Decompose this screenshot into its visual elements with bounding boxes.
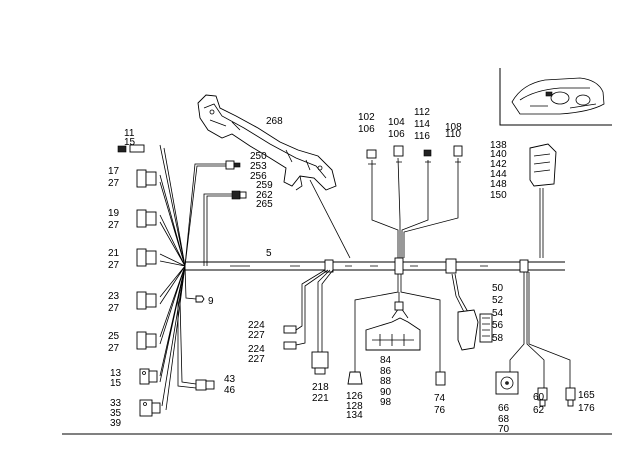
callout-268: 268 bbox=[266, 116, 283, 127]
callout-39: 39 bbox=[110, 418, 122, 429]
callout-108: 108 bbox=[445, 122, 462, 133]
callout-112: 112 bbox=[414, 107, 430, 118]
callout-25: 25 bbox=[108, 331, 120, 342]
callout-116: 116 bbox=[414, 131, 430, 142]
callout-43: 43 bbox=[224, 374, 236, 385]
callout-218: 218 bbox=[312, 382, 329, 393]
callout-11: 11 bbox=[124, 128, 135, 139]
dashboard-location-icon bbox=[499, 68, 612, 126]
callout-110: 110 bbox=[445, 129, 461, 140]
main-harness bbox=[185, 257, 565, 275]
connector-group-left bbox=[117, 144, 247, 417]
callout-84: 84 bbox=[380, 355, 392, 366]
callout-5: 5 bbox=[266, 248, 272, 259]
callout-262: 262 bbox=[256, 190, 273, 201]
right-branches bbox=[451, 143, 576, 407]
left-harness-bundle bbox=[159, 144, 232, 411]
callout-227: 227 bbox=[248, 354, 265, 365]
callout-27: 27 bbox=[108, 303, 120, 314]
callout-144: 144 bbox=[490, 169, 507, 180]
callout-labels: 11 15 17 27 19 27 21 27 23 27 25 27 13 1… bbox=[108, 107, 595, 435]
callout-165: 165 bbox=[578, 390, 595, 401]
callout-46: 46 bbox=[224, 385, 236, 396]
crossmember-bracket-icon bbox=[197, 94, 337, 191]
callout-52: 52 bbox=[492, 295, 504, 306]
callout-150: 150 bbox=[490, 190, 507, 201]
callout-62: 62 bbox=[533, 405, 545, 416]
callout-126: 126 bbox=[346, 391, 363, 402]
callout-256: 256 bbox=[250, 171, 267, 182]
callout-15: 15 bbox=[124, 137, 136, 148]
callout-142: 142 bbox=[490, 159, 507, 170]
callout-265: 265 bbox=[256, 199, 273, 210]
callout-106: 106 bbox=[358, 124, 375, 135]
callout-66: 66 bbox=[498, 403, 510, 414]
callout-19: 19 bbox=[108, 208, 120, 219]
callout-13: 13 bbox=[110, 368, 122, 379]
callout-54: 54 bbox=[492, 308, 504, 319]
callout-128: 128 bbox=[346, 401, 363, 412]
center-branch bbox=[347, 274, 446, 386]
lower-branches bbox=[283, 269, 334, 375]
callout-60: 60 bbox=[533, 392, 545, 403]
callout-21: 21 bbox=[108, 248, 120, 259]
callout-27: 27 bbox=[108, 220, 120, 231]
callout-33: 33 bbox=[110, 398, 122, 409]
callout-9: 9 bbox=[208, 296, 214, 307]
callout-74: 74 bbox=[434, 393, 446, 404]
callout-68: 68 bbox=[498, 414, 510, 425]
callout-176: 176 bbox=[578, 403, 595, 414]
callout-90: 90 bbox=[380, 387, 392, 398]
leader-line bbox=[309, 179, 351, 259]
callout-104: 104 bbox=[388, 117, 405, 128]
callout-134: 134 bbox=[346, 410, 363, 421]
callout-114: 114 bbox=[414, 119, 430, 130]
callout-250: 250 bbox=[250, 151, 267, 162]
callout-15: 15 bbox=[110, 378, 122, 389]
callout-221: 221 bbox=[312, 393, 329, 404]
callout-35: 35 bbox=[110, 408, 122, 419]
top-branch bbox=[366, 145, 463, 258]
callout-27: 27 bbox=[108, 178, 120, 189]
callout-70: 70 bbox=[498, 424, 510, 435]
callout-27: 27 bbox=[108, 260, 120, 271]
callout-98: 98 bbox=[380, 397, 392, 408]
callout-58: 58 bbox=[492, 333, 504, 344]
callout-138: 138 bbox=[490, 140, 507, 151]
callout-148: 148 bbox=[490, 179, 507, 190]
callout-23: 23 bbox=[108, 291, 120, 302]
callout-253: 253 bbox=[250, 161, 267, 172]
callout-224: 224 bbox=[248, 320, 265, 331]
callout-140: 140 bbox=[490, 149, 507, 160]
callout-88: 88 bbox=[380, 376, 392, 387]
callout-56: 56 bbox=[492, 320, 504, 331]
callout-227: 227 bbox=[248, 330, 265, 341]
callout-27: 27 bbox=[108, 343, 120, 354]
callout-259: 259 bbox=[256, 180, 273, 191]
callout-17: 17 bbox=[108, 166, 120, 177]
callout-50: 50 bbox=[492, 283, 504, 294]
callout-86: 86 bbox=[380, 366, 392, 377]
callout-224: 224 bbox=[248, 344, 265, 355]
callout-102: 102 bbox=[358, 112, 375, 123]
callout-106: 106 bbox=[388, 129, 405, 140]
callout-76: 76 bbox=[434, 405, 446, 416]
